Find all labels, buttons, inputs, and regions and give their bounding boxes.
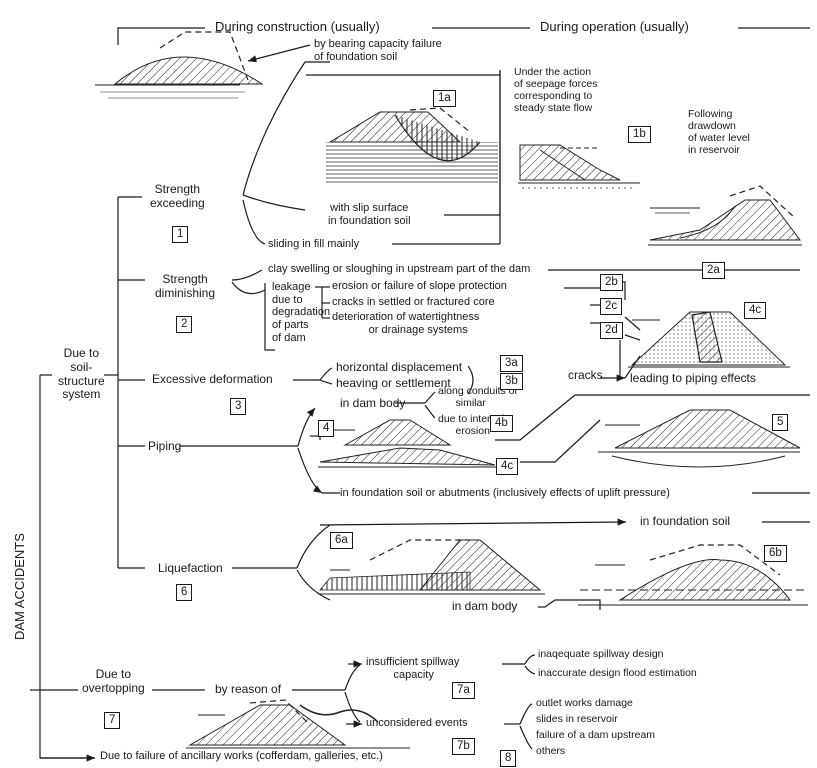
sliding-text: sliding in fill mainly bbox=[268, 238, 360, 250]
sketch-seepage bbox=[518, 144, 640, 189]
label-2d: 2d bbox=[600, 322, 623, 339]
category-soil-structure: Due to soil- structure system bbox=[58, 346, 105, 402]
label-2c: 2c bbox=[600, 298, 623, 315]
slip-text: with slip surface in foundation soil bbox=[328, 202, 411, 227]
liquefaction-dam-body: in dam body bbox=[452, 599, 518, 613]
unconsidered-text: unconsidered events bbox=[366, 717, 468, 729]
header-construction: During construction (usually) bbox=[215, 19, 380, 34]
label-6b: 6b bbox=[764, 545, 787, 562]
sketch-uplift bbox=[598, 409, 801, 468]
horizontal-text: horizontal displacement bbox=[336, 360, 463, 374]
label-2a: 2a bbox=[702, 262, 725, 279]
heaving-text: heaving or settlement bbox=[336, 376, 451, 390]
box-6: 6 bbox=[176, 584, 193, 601]
label-1b: 1b bbox=[628, 126, 651, 143]
strength-diminishing-label: Strength diminishing bbox=[155, 272, 216, 300]
label-6a: 6a bbox=[330, 532, 353, 549]
box-1: 1 bbox=[172, 226, 189, 243]
liquefaction-foundation: in foundation soil bbox=[640, 514, 731, 528]
label-4b: 4b bbox=[490, 415, 513, 432]
label-5: 5 bbox=[772, 414, 789, 431]
others-text: others bbox=[536, 745, 566, 757]
sketch-bearing-failure bbox=[95, 31, 264, 99]
bearing-text: by bearing capacity failure of foundatio… bbox=[314, 38, 442, 63]
piping-foundation-text: in foundation soil or abutments (inclusi… bbox=[340, 487, 670, 499]
label-3b: 3b bbox=[500, 373, 523, 390]
box-3: 3 bbox=[230, 398, 247, 415]
sketch-piping bbox=[318, 419, 500, 468]
erosion-text: erosion or failure of slope protection bbox=[332, 280, 507, 292]
upstream-text: failure of a dam upstream bbox=[536, 729, 656, 741]
label-7a: 7a bbox=[452, 682, 475, 699]
label-3a: 3a bbox=[500, 355, 523, 372]
spillway-text: insufficient spillway capacity bbox=[366, 656, 460, 681]
clay-text: clay swelling or sloughing in upstream p… bbox=[268, 263, 531, 275]
deterioration-text: deterioration of watertightness or drain… bbox=[332, 311, 480, 336]
sketch-liquefaction-foundation bbox=[578, 544, 808, 606]
outlet-text: outlet works damage bbox=[536, 697, 633, 709]
piping-effects-text: leading to piping effects bbox=[630, 371, 756, 385]
box-7: 7 bbox=[104, 712, 121, 729]
sketch-slip-surface bbox=[326, 107, 498, 184]
box-2: 2 bbox=[176, 316, 193, 333]
sketch-drawdown bbox=[648, 185, 802, 246]
header-operation: During operation (usually) bbox=[540, 19, 689, 34]
cracks-core-text: cracks in settled or fractured core bbox=[332, 296, 495, 308]
slides-text: slides in reservoir bbox=[536, 713, 618, 725]
label-8: 8 bbox=[500, 750, 517, 767]
cracks-text: cracks bbox=[568, 368, 603, 382]
label-7b: 7b bbox=[452, 738, 475, 755]
seepage-text: Under the action of seepage forces corre… bbox=[514, 66, 598, 115]
label-2b: 2b bbox=[600, 274, 623, 291]
piping-dam-body: in dam body bbox=[340, 396, 406, 410]
inadequate-design-text: inaqequate spillway design bbox=[538, 648, 664, 660]
strength-exceeding-label: Strength exceeding bbox=[150, 182, 205, 210]
deformation-label: Excessive deformation bbox=[152, 372, 273, 386]
root-label: DAM ACCIDENTS bbox=[12, 533, 27, 640]
category-overtopping: Due to overtopping bbox=[82, 667, 145, 695]
sketch-overtopping bbox=[186, 699, 410, 749]
drawdown-text: Following drawdown of water level in res… bbox=[688, 108, 750, 157]
sketch-core-dam bbox=[628, 311, 790, 368]
piping-label: Piping bbox=[148, 439, 182, 453]
liquefaction-label: Liquefaction bbox=[158, 561, 223, 575]
label-1a: 1a bbox=[433, 90, 456, 107]
label-4c: 4c bbox=[496, 458, 519, 475]
flood-text: inaccurate design flood estimation bbox=[538, 667, 697, 679]
conduits-text: along conduits or similar bbox=[438, 385, 518, 410]
sketch-liquefaction-body bbox=[318, 539, 545, 595]
by-reason-text: by reason of bbox=[215, 682, 282, 696]
label-4: 4 bbox=[318, 420, 335, 437]
label-4c-upper: 4c bbox=[744, 302, 767, 319]
leakage-text: leakage due to degradation of parts of d… bbox=[272, 281, 331, 344]
category-ancillary: Due to failure of ancillary works (coffe… bbox=[100, 750, 383, 762]
